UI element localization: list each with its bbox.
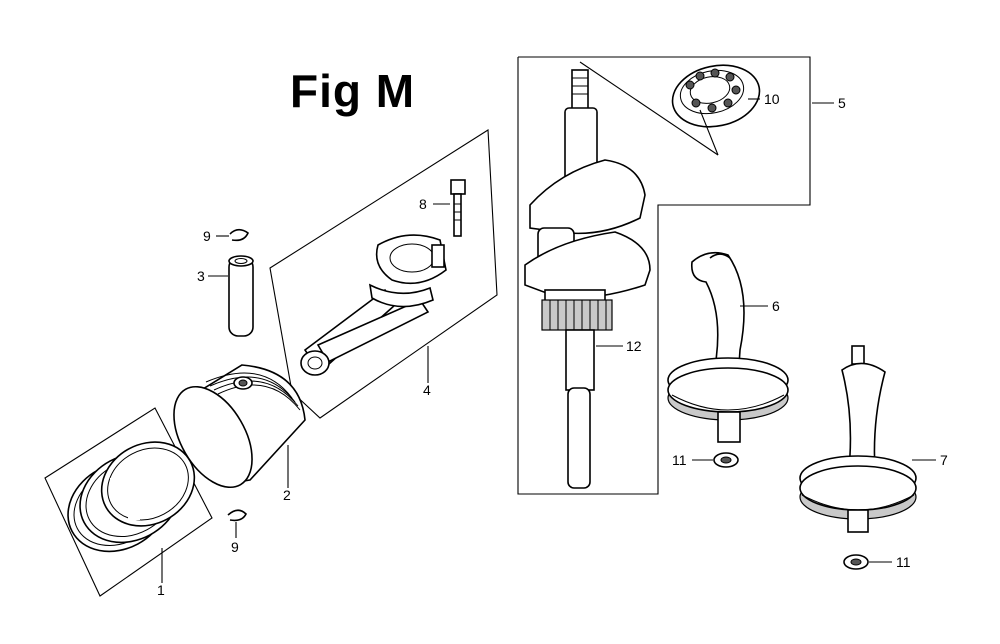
piston-pin xyxy=(228,255,254,337)
connecting-rod xyxy=(300,234,447,376)
callout-10: 10 xyxy=(764,91,780,107)
callout-8: 8 xyxy=(419,196,427,212)
piston-rings-group-box xyxy=(44,407,213,597)
callout-11-lower: 11 xyxy=(896,554,911,570)
rod-bolt xyxy=(450,179,466,237)
crankshaft-gear xyxy=(541,299,613,331)
callout-4: 4 xyxy=(423,382,431,398)
callout-7: 7 xyxy=(940,452,948,468)
leader-lines xyxy=(161,61,936,583)
connecting-rod-group-box xyxy=(269,129,498,419)
callout-9-top: 9 xyxy=(203,228,211,244)
callout-12: 12 xyxy=(626,338,642,354)
piston xyxy=(173,364,306,489)
bearing xyxy=(671,64,761,128)
callout-1: 1 xyxy=(157,582,165,598)
callout-11-upper: 11 xyxy=(672,452,687,468)
callout-3: 3 xyxy=(197,268,205,284)
crankshaft xyxy=(524,69,651,489)
crankshaft-variant-7 xyxy=(799,345,917,533)
washer-upper xyxy=(713,452,739,468)
callout-9-bottom: 9 xyxy=(231,539,239,555)
crankshaft-group-box xyxy=(517,56,811,495)
callout-6: 6 xyxy=(772,298,780,314)
callout-5: 5 xyxy=(838,95,846,111)
pin-clip-bottom xyxy=(227,509,247,522)
piston-rings xyxy=(67,441,196,553)
crankshaft-variant-6 xyxy=(667,251,789,443)
pin-clip-top xyxy=(229,228,249,242)
callout-2: 2 xyxy=(283,487,291,503)
figure-title: Fig M xyxy=(290,65,416,117)
washer-lower xyxy=(843,554,869,570)
